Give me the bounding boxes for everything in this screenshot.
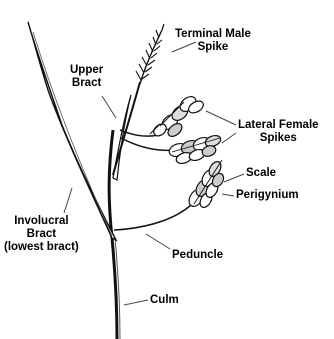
leader-peduncle	[146, 234, 170, 249]
lateral-female-label-line2: Spikes	[238, 132, 319, 145]
involucral-label-line2: Bract	[4, 228, 79, 241]
involucral-bract-midrib	[33, 32, 112, 236]
leader-perigynium	[222, 194, 234, 196]
middle-female-spike	[167, 134, 222, 166]
terminal-male-label-line2: Spike	[175, 41, 251, 54]
terminal-male-spike-label: Terminal Male Spike	[175, 28, 251, 54]
upper-bract-label: Upper Bract	[70, 64, 103, 90]
terminal-male-spike	[136, 24, 164, 84]
scale-label: Scale	[246, 167, 276, 180]
middle-spike-peduncle	[121, 138, 178, 151]
upper-bract-label-line2: Bract	[70, 77, 103, 90]
terminal-male-label-line1: Terminal Male	[175, 28, 251, 41]
leader-scale	[224, 174, 244, 182]
leader-lateral-female-2	[222, 133, 236, 143]
peduncle-label: Peduncle	[172, 249, 223, 262]
terminal-spike-stalk	[113, 82, 140, 175]
involucral-label-line1: Involucral	[4, 215, 79, 228]
involucral-bract-label: Involucral Bract (lowest bract)	[4, 215, 79, 254]
perigynium-label: Perigynium	[236, 189, 299, 202]
lower-spike-peduncle	[114, 200, 196, 230]
lateral-female-spikes-label: Lateral Female Spikes	[238, 119, 319, 145]
leader-involucral	[64, 188, 72, 213]
leader-lateral-female	[206, 111, 236, 125]
lateral-female-label-line1: Lateral Female	[238, 119, 319, 132]
leader-upper-bract	[102, 96, 116, 118]
lower-female-spike	[186, 160, 226, 210]
involucral-label-line3: (lowest bract)	[4, 241, 79, 254]
culm-label: Culm	[150, 294, 179, 307]
leader-culm	[124, 300, 148, 305]
upper-bract-label-line1: Upper	[70, 64, 103, 77]
upper-female-spike	[150, 94, 205, 139]
involucral-bract-leaf	[28, 22, 116, 240]
